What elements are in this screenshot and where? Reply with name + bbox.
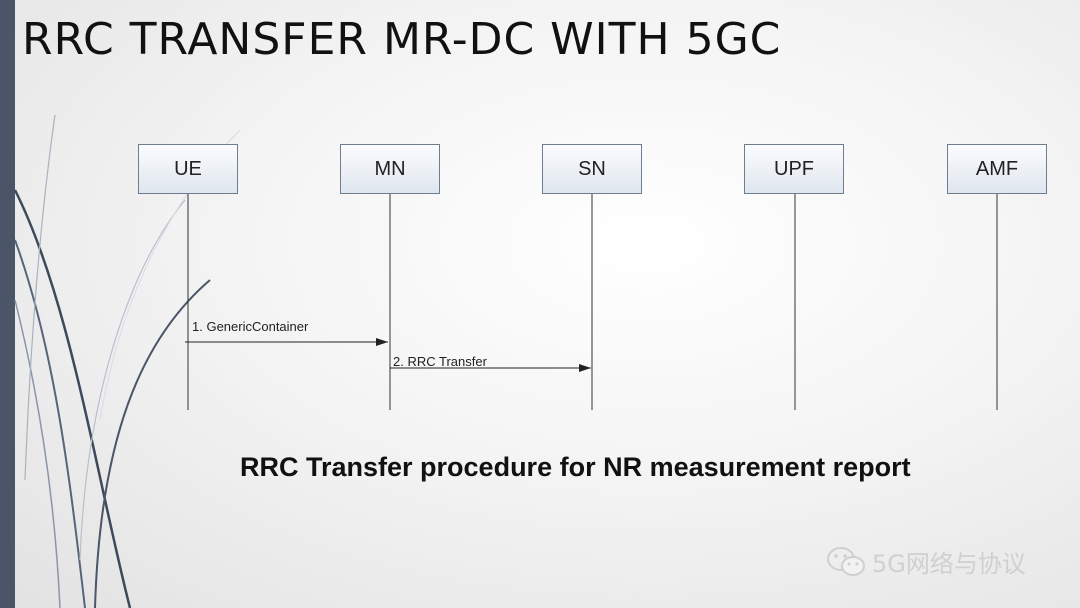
entity-box-ue: UE	[138, 144, 238, 194]
message-label-1: 1. GenericContainer	[192, 319, 309, 334]
page-title: RRC TRANSFER MR-DC WITH 5GC	[22, 14, 782, 65]
entity-box-mn: MN	[340, 144, 440, 194]
wechat-icon	[827, 546, 865, 576]
decorative-curves	[13, 114, 241, 608]
entity-box-amf: AMF	[947, 144, 1047, 194]
message-label-2: 2. RRC Transfer	[393, 354, 488, 369]
entity-box-upf: UPF	[744, 144, 844, 194]
entity-box-sn: SN	[542, 144, 642, 194]
diagram-caption: RRC Transfer procedure for NR measuremen…	[240, 452, 911, 482]
watermark-text: 5G网络与协议	[872, 550, 1026, 578]
left-accent-bar	[0, 0, 15, 608]
watermark: 5G网络与协议	[826, 544, 1026, 579]
